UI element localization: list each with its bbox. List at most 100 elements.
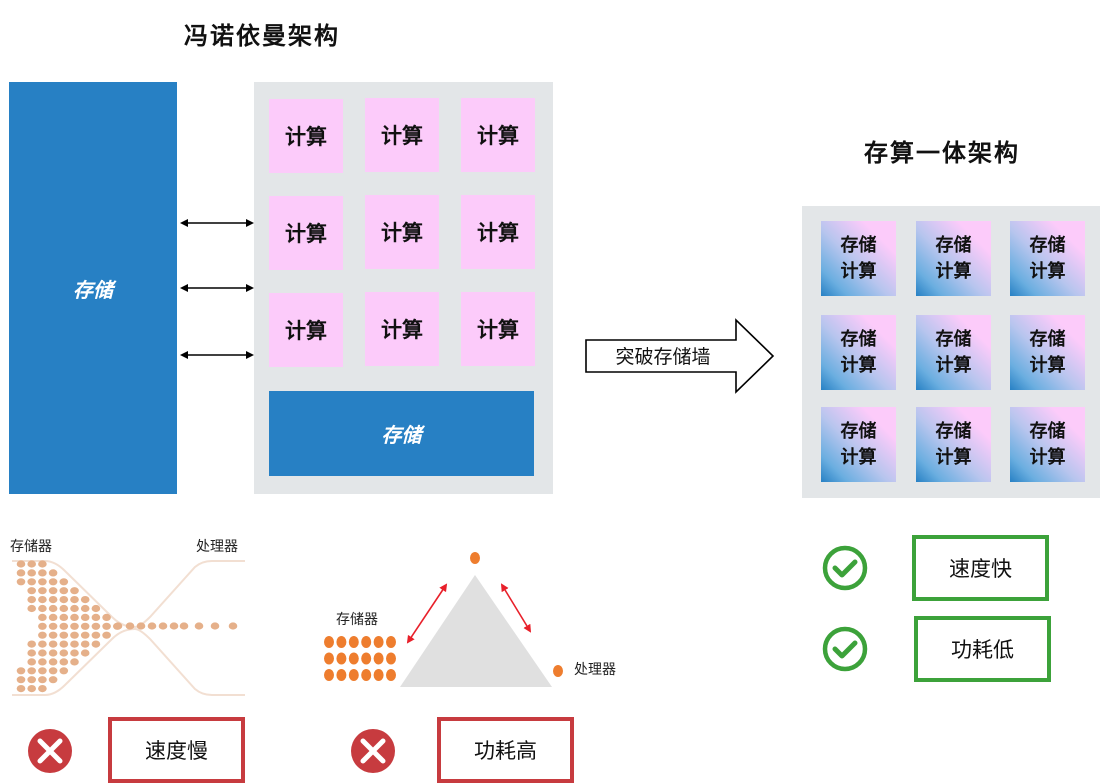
compute-cell: 计算 (365, 292, 439, 366)
data-dot (48, 578, 58, 586)
data-dot (27, 640, 36, 648)
cim-cell-compute-label: 计算 (840, 446, 877, 468)
compute-cell: 计算 (365, 195, 439, 269)
cim-cell-compute-label: 计算 (1029, 446, 1066, 468)
data-dot (70, 658, 79, 666)
data-dot (48, 613, 58, 621)
cim-cell-compute-label: 计算 (1029, 354, 1066, 376)
data-dot (147, 622, 157, 630)
cim-cell: 存储计算 (1010, 221, 1085, 296)
triangle-processor-label: 处理器 (574, 662, 616, 678)
data-dot (80, 649, 90, 657)
cim-cell-storage-label: 存储 (840, 328, 877, 350)
data-dot (16, 569, 26, 577)
data-dot (48, 649, 58, 657)
data-dot (70, 622, 79, 630)
data-dot (80, 622, 90, 630)
data-dot (38, 604, 47, 613)
data-dot (27, 587, 36, 595)
cim-cell-storage-label: 存储 (1029, 328, 1066, 350)
data-dot (59, 613, 69, 621)
data-dot (38, 658, 47, 666)
error-x-icon (351, 729, 395, 773)
memory-block-left: 存储 (9, 82, 177, 494)
bus-arrows (180, 219, 254, 359)
data-dot (91, 622, 101, 630)
data-dot (102, 631, 111, 639)
data-dot (48, 596, 58, 604)
benefit-power-label: 功耗低 (951, 638, 1014, 662)
cim-cell: 存储计算 (916, 407, 991, 482)
memory-dot (324, 652, 334, 665)
benefit-speed-box: 速度快 (912, 535, 1049, 601)
data-dot (70, 587, 79, 595)
cim-cell-storage-label: 存储 (935, 328, 972, 350)
data-dot (27, 685, 36, 693)
benefit-speed-label: 速度快 (949, 557, 1012, 581)
check-circle-icon (822, 545, 868, 591)
bottleneck-diagram (12, 560, 245, 696)
compute-cell: 计算 (365, 98, 439, 172)
data-dot (16, 685, 26, 693)
data-dot (48, 640, 58, 648)
data-dot (27, 676, 36, 684)
data-dot (59, 604, 69, 613)
memory-link-arrow (406, 583, 448, 644)
data-dot (38, 631, 47, 639)
cim-cell-compute-label: 计算 (840, 260, 877, 282)
cim-cell: 存储计算 (916, 315, 991, 390)
data-dot (16, 676, 26, 684)
data-dot (194, 622, 204, 630)
data-dot (91, 613, 101, 621)
data-dot (48, 676, 58, 684)
data-dot (59, 596, 69, 604)
cim-cell: 存储计算 (821, 407, 896, 482)
cim-cell-compute-label: 计算 (935, 446, 972, 468)
cim-cell-storage-label: 存储 (1029, 234, 1066, 256)
data-dot (80, 631, 90, 639)
cim-cell: 存储计算 (1010, 315, 1085, 390)
data-dot (27, 604, 36, 613)
cim-cell-storage-label: 存储 (840, 234, 877, 256)
data-dot (91, 631, 101, 639)
memory-dot (386, 636, 396, 648)
drawback-power-box: 功耗高 (437, 717, 574, 783)
bottleneck-processor-label: 处理器 (196, 539, 238, 555)
data-dot (38, 640, 47, 648)
data-dot (27, 560, 36, 568)
data-dot (16, 578, 26, 586)
memory-block-bottom: 存储 (269, 391, 534, 476)
memory-dot (336, 636, 347, 648)
data-dot (59, 622, 69, 630)
drawback-power-label: 功耗高 (474, 739, 537, 763)
data-dot (16, 560, 26, 568)
benefit-power-box: 功耗低 (914, 616, 1051, 682)
data-dot (48, 631, 58, 639)
memory-block-left-label: 存储 (73, 277, 113, 302)
data-dot (27, 596, 36, 604)
data-dot (102, 622, 111, 630)
memory-dot (348, 636, 359, 648)
data-dot (38, 667, 47, 675)
cim-cell-storage-label: 存储 (935, 420, 972, 442)
check-circle-icon (822, 626, 868, 672)
breakthrough-arrow-icon (585, 318, 775, 394)
data-dot (80, 640, 90, 648)
data-dot (27, 569, 36, 577)
compute-cell: 计算 (269, 196, 343, 270)
data-dot (80, 613, 90, 621)
memory-dot (386, 669, 396, 681)
data-dot (48, 667, 58, 675)
data-dot (38, 578, 47, 586)
drawback-speed-box: 速度慢 (108, 717, 245, 783)
processor-triangle (400, 575, 552, 687)
data-dot (38, 569, 47, 577)
compute-cell: 计算 (461, 195, 535, 269)
processor-dot (553, 665, 563, 677)
compute-cell: 计算 (461, 98, 535, 172)
memory-dot (336, 652, 347, 665)
data-dot (38, 676, 47, 684)
cim-title: 存算一体架构 (864, 138, 1020, 167)
memory-dot (336, 669, 347, 681)
data-dot (70, 604, 79, 613)
